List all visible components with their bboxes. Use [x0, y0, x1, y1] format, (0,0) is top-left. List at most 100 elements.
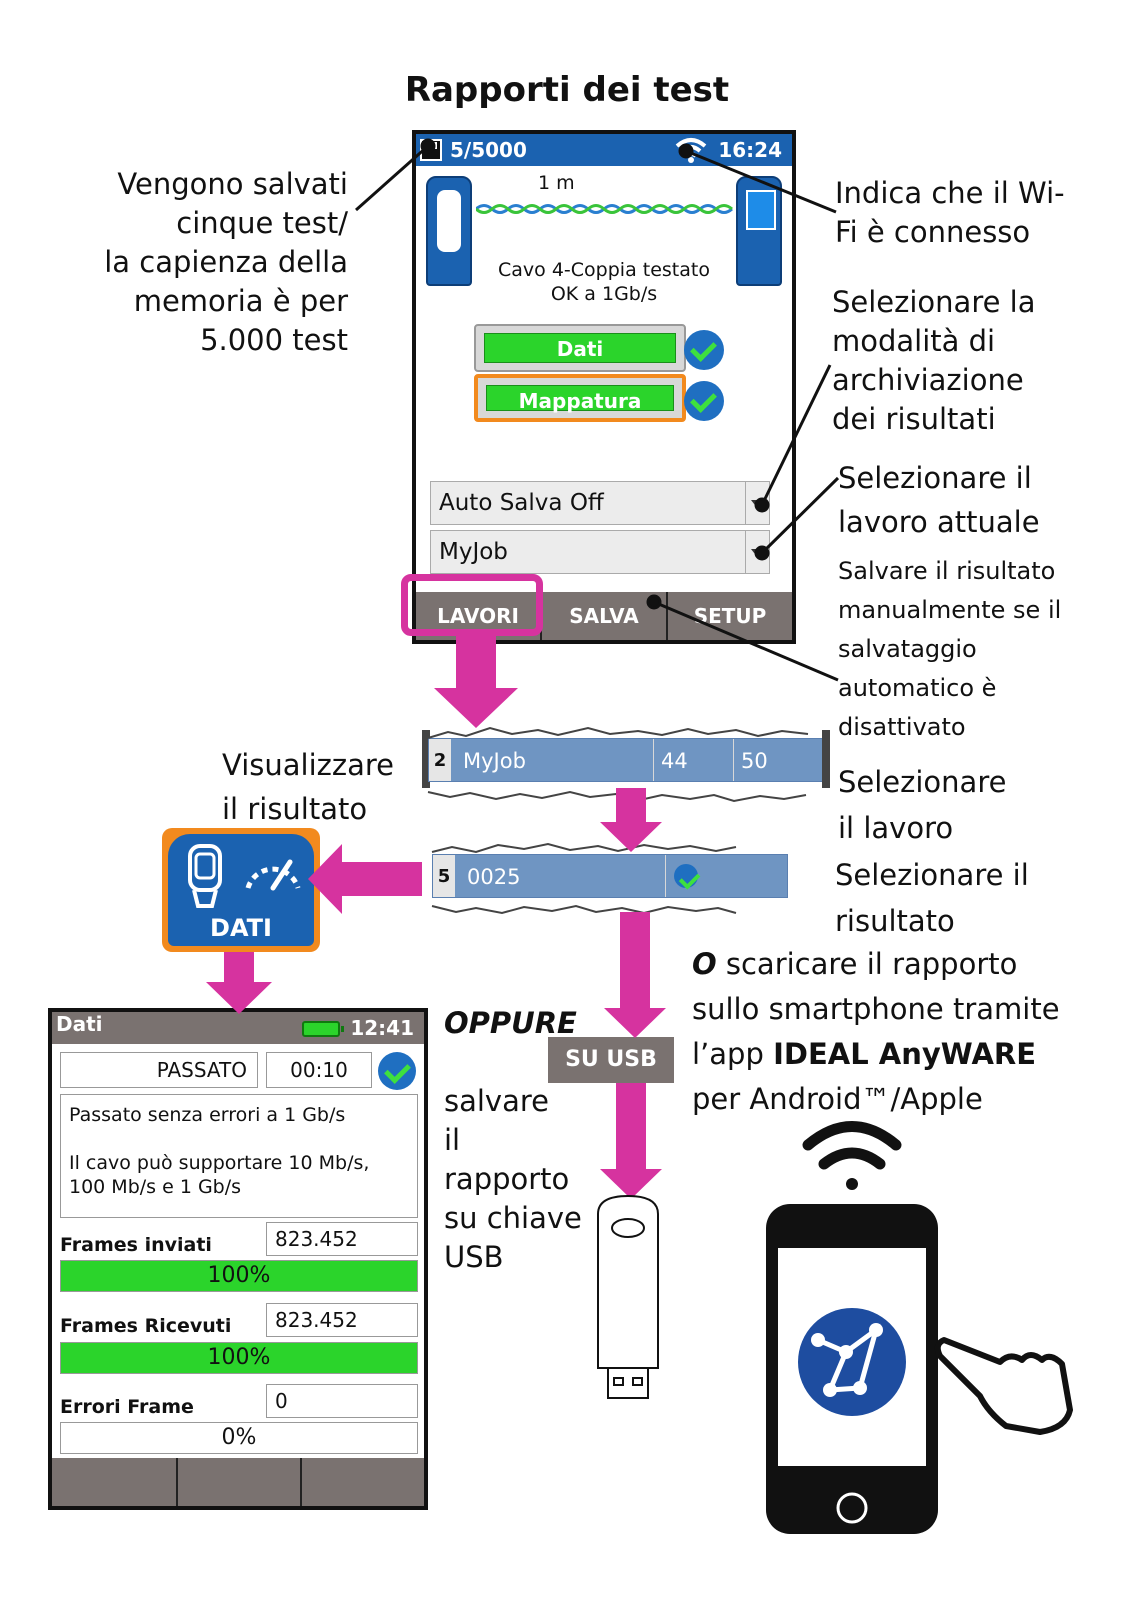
tester-icon — [188, 844, 222, 908]
job-row-col3: 50 — [741, 749, 768, 773]
download-text-2: per Android™/Apple — [692, 1082, 983, 1116]
softkey-divider — [176, 1458, 178, 1506]
job-row-index: 2 — [429, 739, 451, 781]
data-button[interactable]: Dati — [474, 324, 686, 372]
data-screen-title: Dati — [56, 1012, 103, 1036]
leader-lines — [355, 138, 840, 682]
network-globe-icon — [798, 1308, 906, 1416]
callout-current-job: Selezionare il lavoro attuale — [838, 461, 1040, 539]
column-divider — [653, 739, 654, 781]
leader-dot — [754, 497, 770, 513]
summary-line-1: Passato senza errori a 1 Gb/s — [69, 1104, 346, 1126]
data-screen-time: 12:41 — [350, 1016, 414, 1040]
status-time: 16:24 — [718, 138, 782, 162]
duration-field: 00:10 — [266, 1052, 372, 1088]
leader-dot — [420, 138, 436, 154]
download-text-1: scaricare il rapporto sullo smartphone t… — [692, 947, 1060, 1071]
frames-sent-label: Frames inviati — [60, 1234, 212, 1256]
job-dropdown-value: MyJob — [439, 539, 508, 565]
frames-sent-value: 823.452 — [266, 1222, 418, 1256]
arrow-to-data-screen — [206, 952, 272, 1014]
leader-dot — [754, 545, 770, 561]
usb-save-label[interactable]: SU USB — [548, 1037, 674, 1083]
test-result-text: Cavo 4-Coppia testato OK a 1Gb/s — [416, 258, 792, 306]
speedometer-icon — [245, 859, 301, 891]
oppure-title: OPPURE — [444, 1006, 577, 1040]
callout-saved-tests: Vengono salvati cinque test/ la capienza… — [104, 167, 348, 357]
strip-edge — [422, 730, 430, 788]
leader-line-job — [760, 476, 840, 555]
check-icon — [684, 330, 724, 370]
strip-edge — [822, 730, 830, 788]
summary-line-2: Il cavo può supportare 10 Mb/s, 100 Mb/s… — [69, 1152, 370, 1198]
check-icon — [378, 1052, 416, 1090]
oppure-body: salvare il rapporto su chiave USB — [444, 1084, 582, 1274]
job-row[interactable]: 2 MyJob 44 50 — [428, 738, 828, 782]
result-list-strip: 5 0025 — [432, 840, 788, 904]
callout-save-manual: Salvare il risultato manualmente se il s… — [838, 557, 1062, 741]
tester-screen-data: Dati 12:41 PASSATO 00:10 Passato senza e… — [48, 1008, 428, 1510]
frame-errors-percent: 0% — [221, 1425, 257, 1450]
leader-line-wifi — [685, 149, 837, 214]
saved-count: 5/5000 — [450, 138, 527, 162]
frame-errors-progress: 0% — [60, 1422, 418, 1454]
hand-pointer-icon — [934, 1337, 1073, 1435]
dati-tile-face: DATI — [168, 834, 314, 946]
remote-tester-icon — [736, 176, 782, 286]
cable-icon — [476, 204, 733, 214]
leader-line-salva — [653, 600, 839, 682]
callout-wifi: Indica che il Wi- Fi è connesso — [835, 176, 1065, 249]
check-icon — [674, 864, 698, 888]
frames-received-fill — [61, 1343, 417, 1373]
download-callout: O scaricare il rapporto sullo smartphone… — [692, 942, 1060, 1122]
wiremap-button[interactable]: Mappatura — [474, 374, 686, 422]
arrow-to-result-list — [600, 788, 662, 852]
dati-tile[interactable]: DATI — [162, 828, 320, 952]
column-divider — [733, 739, 734, 781]
check-icon — [684, 381, 724, 421]
wifi-signal-icon — [802, 1121, 902, 1190]
frames-sent-percent: 100% — [207, 1263, 271, 1288]
result-line-2: OK a 1Gb/s — [550, 283, 658, 305]
callout-storage-mode: Selezionare la modalità di archiviazione… — [832, 285, 1036, 436]
result-row-index: 5 — [433, 855, 455, 897]
status-badge: PASSATO — [60, 1052, 258, 1088]
frame-errors-value: 0 — [266, 1384, 418, 1418]
dati-tile-label: DATI — [210, 914, 272, 942]
job-row-name: MyJob — [463, 749, 526, 773]
frames-received-label: Frames Ricevuti — [60, 1315, 232, 1337]
download-app-name: IDEAL AnyWARE — [773, 1037, 1037, 1071]
leader-line-autosave — [760, 364, 832, 506]
softkey-salva[interactable]: SALVA — [540, 592, 666, 640]
leader-dot — [646, 594, 662, 610]
callout-select-job: Selezionare il lavoro — [838, 765, 1007, 845]
summary-box: Passato senza errori a 1 Gb/s Il cavo pu… — [60, 1094, 418, 1218]
softkey-lavori[interactable]: LAVORI — [437, 604, 519, 628]
torn-edge — [431, 842, 737, 854]
frames-received-progress: 100% — [60, 1342, 418, 1374]
data-header: Dati 12:41 — [52, 1012, 424, 1044]
result-row-name: 0025 — [467, 865, 521, 889]
autosave-dropdown[interactable]: Auto Salva Off — [430, 481, 770, 525]
result-row[interactable]: 5 0025 — [432, 854, 788, 898]
download-o: O — [692, 947, 717, 981]
torn-edge — [431, 904, 737, 915]
frame-errors-label: Errori Frame — [60, 1396, 194, 1418]
flow-arrows — [206, 636, 666, 1199]
lavori-highlight — [401, 574, 543, 636]
tester-screen-main: 5/5000 16:24 1 m Cavo 4-Coppia testato O… — [412, 130, 796, 644]
frames-sent-progress: 100% — [60, 1260, 418, 1292]
usb-stick-icon — [597, 1194, 659, 1399]
torn-edge — [427, 726, 809, 739]
result-line-1: Cavo 4-Coppia testato — [498, 259, 710, 281]
arrow-to-usb-label — [604, 912, 666, 1038]
frames-received-percent: 100% — [207, 1345, 271, 1370]
job-dropdown[interactable]: MyJob — [430, 530, 770, 574]
battery-icon — [302, 1021, 344, 1037]
column-divider — [665, 855, 666, 897]
softkey-divider — [300, 1458, 302, 1506]
wiremap-button-label: Mappatura — [486, 385, 674, 413]
oppure-block: OPPURE salvare il rapporto su chiave USB — [444, 965, 582, 1316]
frames-sent-fill — [61, 1261, 417, 1291]
